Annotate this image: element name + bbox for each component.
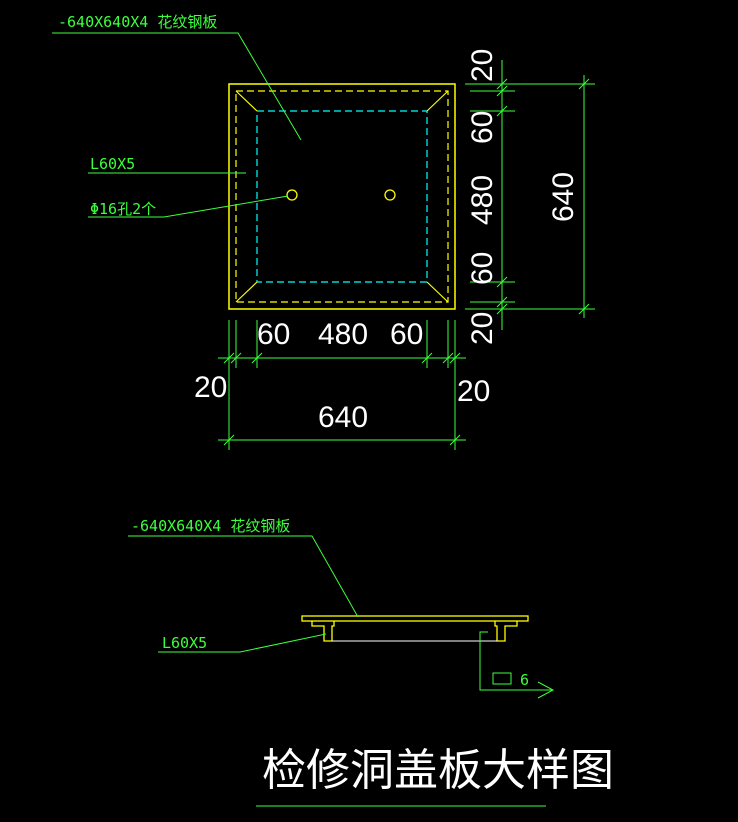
section-angle-leader <box>158 633 327 653</box>
section-plate-leader <box>128 535 359 618</box>
section-angle-left <box>311 621 335 642</box>
corner-line <box>235 90 258 112</box>
dim-right-total: 640 <box>547 172 580 222</box>
dim-right-480: 480 <box>466 175 499 225</box>
hole-leader <box>88 195 289 218</box>
bottom-dimension-texts: 60 480 60 20 20 640 <box>194 318 490 434</box>
right-dimension-texts: 20 60 480 60 20 640 <box>466 49 580 345</box>
plate-outline <box>228 83 456 310</box>
drawing-title: 检修洞盖板大样图 <box>262 745 614 796</box>
dim-right-60-top: 60 <box>466 111 499 144</box>
dim-right-20-top: 20 <box>466 49 499 82</box>
weld-arrow <box>537 681 555 699</box>
dim-bottom-480: 480 <box>318 318 368 351</box>
section-angle-right <box>494 621 518 642</box>
dim-bottom-20-left: 20 <box>194 371 227 404</box>
corner-line <box>235 281 258 303</box>
dim-bottom-20-right: 20 <box>457 375 490 408</box>
plate-label: -640X640X4 花纹钢板 <box>58 13 217 31</box>
angle-frame-inner <box>256 110 428 283</box>
bottom-dimensions <box>218 320 466 450</box>
angle-frame-outer <box>235 90 449 303</box>
section-plate <box>301 615 529 622</box>
dim-bottom-60-right: 60 <box>390 318 423 351</box>
hole-label: Φ16孔2个 <box>90 200 156 218</box>
weld-symbol-box <box>492 672 512 685</box>
hole-left <box>286 189 298 201</box>
dim-bottom-60-left: 60 <box>257 318 290 351</box>
weld-size-label: 6 <box>520 671 529 689</box>
right-dimensions <box>465 60 595 330</box>
hole-right <box>384 189 396 201</box>
section-plate-label: -640X640X4 花纹钢板 <box>131 517 290 535</box>
angle-label: L60X5 <box>90 155 135 173</box>
section-view: -640X640X4 花纹钢板 L60X5 6 <box>128 517 555 699</box>
dim-bottom-total: 640 <box>318 401 368 434</box>
corner-line <box>426 281 449 303</box>
drawing-title-block: 检修洞盖板大样图 <box>256 745 614 807</box>
dim-right-20-bottom: 20 <box>466 312 499 345</box>
section-angle-label: L60X5 <box>162 634 207 652</box>
weld-leader <box>479 631 553 691</box>
plate-leader <box>52 32 302 141</box>
dim-right-60-bottom: 60 <box>466 252 499 285</box>
corner-line <box>426 90 449 112</box>
plan-view: -640X640X4 花纹钢板 L60X5 Φ16孔2个 <box>52 13 456 310</box>
